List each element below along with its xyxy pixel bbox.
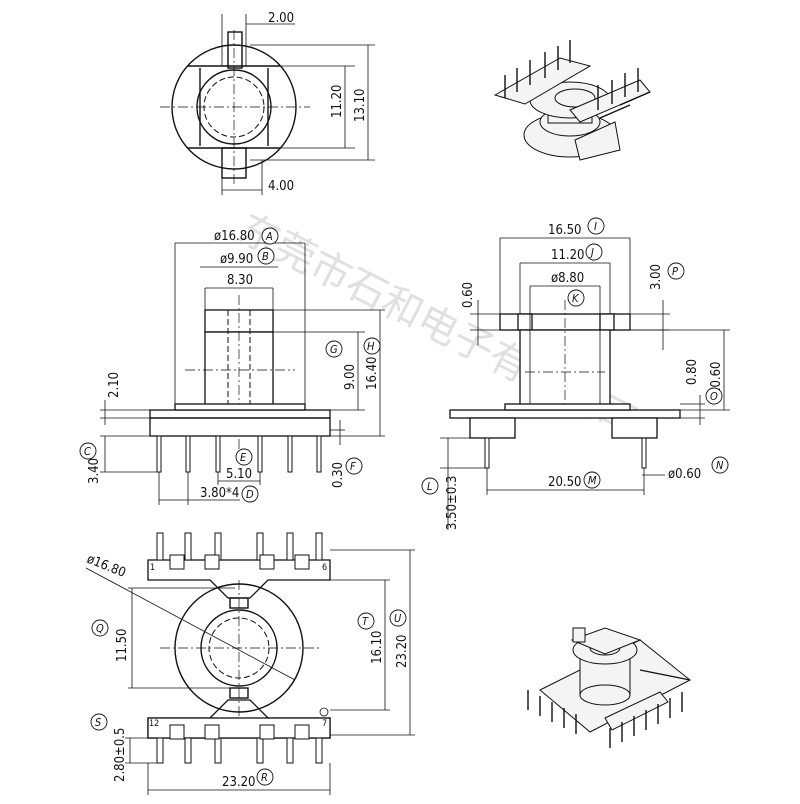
dim-k: ø8.80 [551,271,584,286]
dim-s: 2.80±0.5 [113,728,128,782]
dim-j: 11.20 [551,248,584,263]
label-b: B [262,250,269,263]
label-s: S [95,716,101,729]
dim-inner-height: 11.20 [330,85,345,118]
front-pins [156,435,322,473]
label-e: E [240,451,247,464]
dim-n: ø0.60 [668,467,701,482]
label-u: U [394,612,402,625]
label-r: R [261,771,268,784]
label-g: G [330,343,338,356]
pin-number-6: 6 [322,563,327,573]
dim-top-flange: 0.60 [461,282,476,308]
front-view: ø16.80 A ø9.90 B 8.30 9.00 16.40 G H 2.1… [79,227,385,505]
dim-o: 10.60 [709,362,724,395]
dim-f: 0.30 [331,462,346,488]
dim-flange: 2.10 [107,372,122,398]
label-k: K [572,292,580,305]
isometric-view-bottom [527,627,691,748]
dim-m: 20.50 [548,475,581,490]
bottom-view: 1 6 12 7 ø16.80 11.50 Q 16.10 T 23.20 U … [85,532,415,795]
dim-d: 3.80*4 [200,486,239,501]
bottom-bottom-pins [156,724,323,764]
label-m: M [588,474,597,487]
label-i: I [594,220,597,233]
dim-a: ø16.80 [214,229,255,244]
label-f: F [350,460,356,473]
pin-number-7: 7 [322,719,327,729]
dim-g: 9.00 [343,364,358,390]
dim-outer-height: 13.10 [353,89,368,122]
dim-bottom-dia: ø16.80 [85,552,128,581]
bottom-top-pins [156,532,323,570]
top-view: 2.00 4.00 11.20 13.10 [160,11,375,195]
pin-number-12: 12 [149,719,159,729]
label-h: H [367,340,375,353]
label-n: N [716,459,724,472]
dim-h: 16.40 [365,357,380,390]
label-a: A [265,230,273,243]
label-o: O [710,390,718,403]
label-l: L [427,480,433,493]
side-view: 16.50 I 11.20 J ø8.80 K 0.60 3.00 P 0.80 [421,217,730,530]
dim-core: 8.30 [227,273,253,288]
dim-q: 11.50 [115,629,130,662]
dim-mid: 0.80 [685,359,700,385]
dim-c: 3.40 [87,458,102,484]
label-p: P [672,265,678,278]
dim-i: 16.50 [548,223,581,238]
label-c: C [84,445,91,458]
label-j: J [589,246,594,259]
dim-slot-width: 2.00 [268,11,294,26]
isometric-view-top [493,40,651,161]
label-t: T [362,615,369,628]
dim-l: 3.50±0.3 [445,476,460,530]
dim-t: 16.10 [370,631,385,664]
dim-e: 5.10 [226,467,252,482]
dim-bottom-slot: 4.00 [268,179,294,194]
label-q: Q [96,622,104,635]
dim-r: 23.20 [222,775,255,790]
label-d: D [246,488,254,501]
dim-u: 23.20 [395,635,410,668]
dim-b: ø9.90 [220,252,253,267]
pin-number-1: 1 [150,563,155,573]
dim-p: 3.00 [649,264,664,290]
